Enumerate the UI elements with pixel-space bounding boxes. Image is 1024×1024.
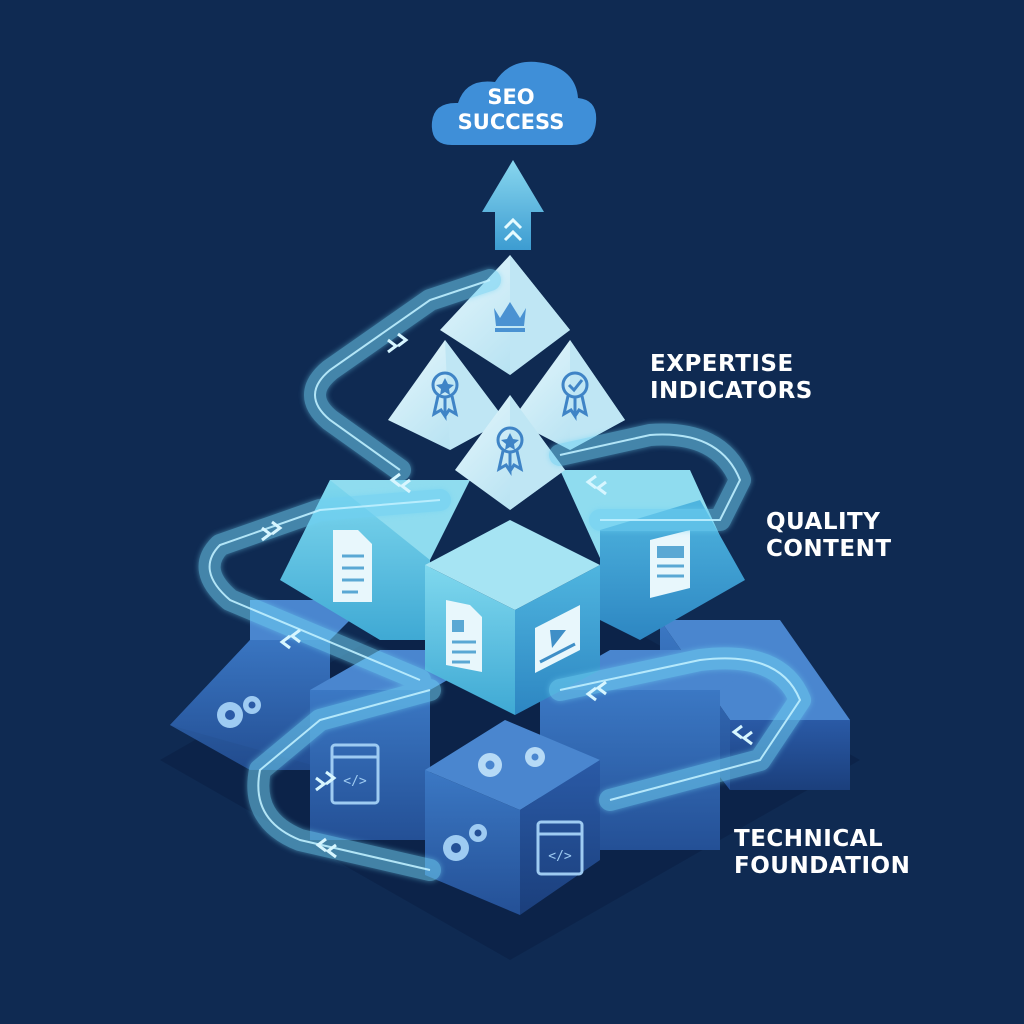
tier-label-line-2: CONTENT <box>766 536 892 562</box>
video-player-icon <box>535 605 580 673</box>
expertise-tier <box>388 255 625 510</box>
seo-success-label: SEO SUCCESS <box>430 85 592 135</box>
goal-line-1: SEO <box>487 85 535 109</box>
newspaper-icon <box>650 530 690 598</box>
flow-chevrons <box>261 332 753 859</box>
document-icon <box>333 530 372 602</box>
code-window-icon: </> <box>536 820 584 876</box>
cloud-shape <box>431 61 597 145</box>
flow-path-cores <box>208 279 802 871</box>
tier-label-line-1: TECHNICAL <box>734 826 884 852</box>
tier-label-line-2: INDICATORS <box>650 378 813 404</box>
quality-content-label: QUALITY CONTENT <box>766 509 892 563</box>
foundation-block <box>425 720 600 915</box>
award-ribbon-icon <box>496 426 524 476</box>
tier-label-line-1: QUALITY <box>766 509 881 535</box>
gears-icon <box>217 696 261 728</box>
award-ribbon-icon <box>431 371 459 421</box>
crown-icon <box>494 302 526 332</box>
expertise-indicators-label: EXPERTISE INDICATORS <box>650 351 813 405</box>
tier-label-line-2: FOUNDATION <box>734 853 911 879</box>
up-arrow <box>482 160 544 250</box>
tier-label-line-1: EXPERTISE <box>650 351 794 377</box>
verified-badge-icon <box>561 371 589 421</box>
goal-line-2: SUCCESS <box>457 110 565 134</box>
svg-text:</>: </> <box>548 849 572 864</box>
code-window-icon: </> <box>330 743 380 805</box>
technical-foundation-label: TECHNICAL FOUNDATION <box>734 826 910 880</box>
svg-text:</>: </> <box>343 774 367 789</box>
article-icon <box>446 600 482 672</box>
gears-icon <box>443 824 487 861</box>
gears-icon <box>478 747 545 777</box>
